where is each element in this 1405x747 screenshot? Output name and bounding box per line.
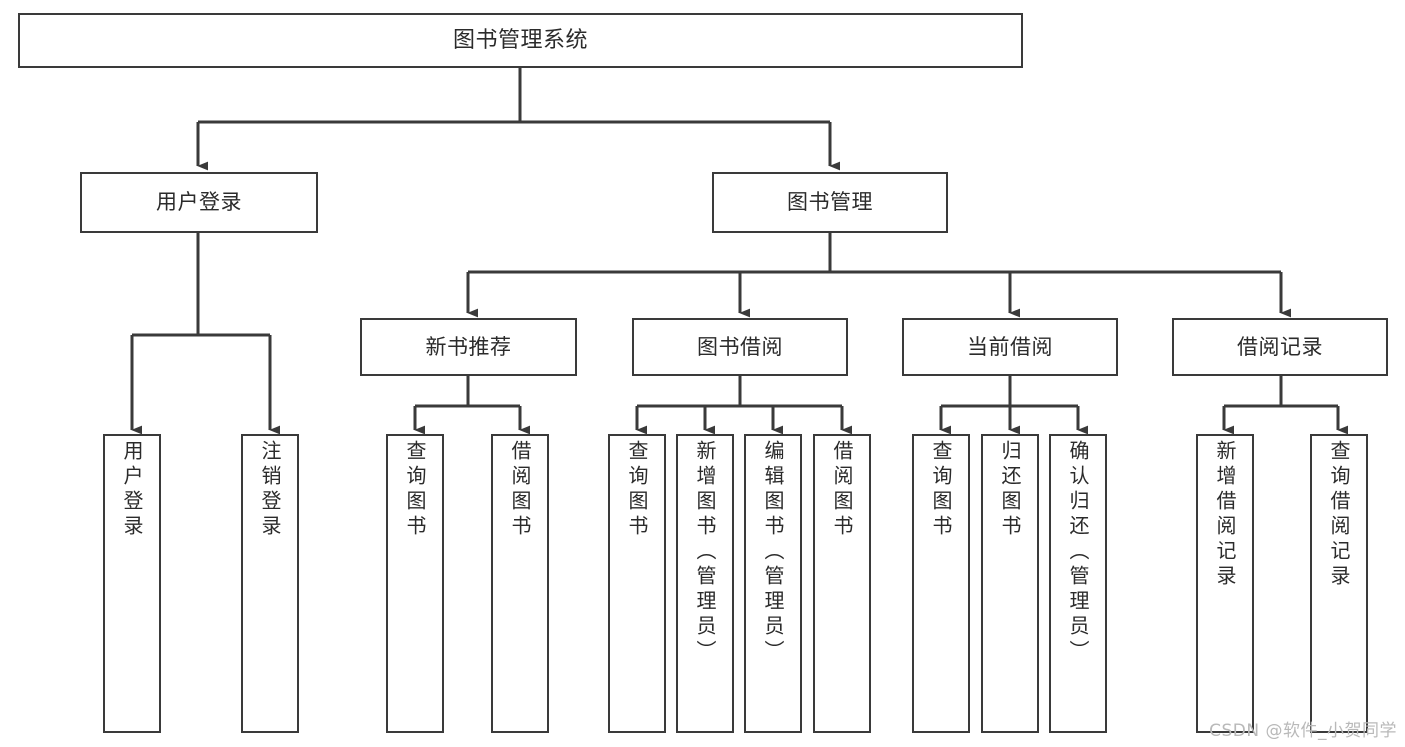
leaf-user-login-login[interactable]: 用户登录 [103,434,161,733]
leaf-user-login-logout[interactable]: 注销登录 [241,434,299,733]
node-user-login[interactable]: 用户登录 [80,172,318,233]
leaf-book-borrow-add-book-admin[interactable]: 新增图书（管理员） [676,434,734,733]
leaf-new-book-query-book[interactable]: 查询图书 [386,434,444,733]
node-label: 用户登录 [120,440,144,540]
leaf-borrow-record-query-record[interactable]: 查询借阅记录 [1310,434,1368,733]
node-label: 借阅记录 [1237,334,1323,359]
node-label: 编辑图书（管理员） [761,440,785,665]
node-label: 注销登录 [258,440,282,540]
node-new-book-recommendation[interactable]: 新书推荐 [360,318,577,376]
leaf-borrow-record-add-record[interactable]: 新增借阅记录 [1196,434,1254,733]
node-label: 图书管理 [787,190,873,215]
node-label: 用户登录 [156,190,242,215]
node-book-borrowing[interactable]: 图书借阅 [632,318,848,376]
node-root-book-management-system[interactable]: 图书管理系统 [18,13,1023,68]
node-label: 查询图书 [929,440,953,540]
watermark-text: CSDN @软件_小贺同学 [1209,721,1397,741]
node-label: 新增图书（管理员） [693,440,717,665]
leaf-book-borrow-edit-book-admin[interactable]: 编辑图书（管理员） [744,434,802,733]
node-label: 图书借阅 [697,334,783,359]
node-borrowing-record[interactable]: 借阅记录 [1172,318,1388,376]
node-current-borrowing[interactable]: 当前借阅 [902,318,1118,376]
leaf-current-borrow-query-book[interactable]: 查询图书 [912,434,970,733]
node-label: 查询图书 [625,440,649,540]
node-label: 查询借阅记录 [1327,440,1351,590]
leaf-book-borrow-borrow-book[interactable]: 借阅图书 [813,434,871,733]
node-label: 查询图书 [403,440,427,540]
node-label: 图书管理系统 [452,27,588,53]
leaf-current-borrow-confirm-return-admin[interactable]: 确认归还（管理员） [1049,434,1107,733]
node-label: 借阅图书 [508,440,532,540]
node-label: 当前借阅 [967,334,1053,359]
node-label: 新增借阅记录 [1213,440,1237,590]
leaf-book-borrow-query-book[interactable]: 查询图书 [608,434,666,733]
leaf-new-book-borrow-book[interactable]: 借阅图书 [491,434,549,733]
node-label: 借阅图书 [830,440,854,540]
node-label: 归还图书 [998,440,1022,540]
node-book-management[interactable]: 图书管理 [712,172,948,233]
node-label: 确认归还（管理员） [1066,440,1090,665]
leaf-current-borrow-return-book[interactable]: 归还图书 [981,434,1039,733]
node-label: 新书推荐 [425,334,512,359]
